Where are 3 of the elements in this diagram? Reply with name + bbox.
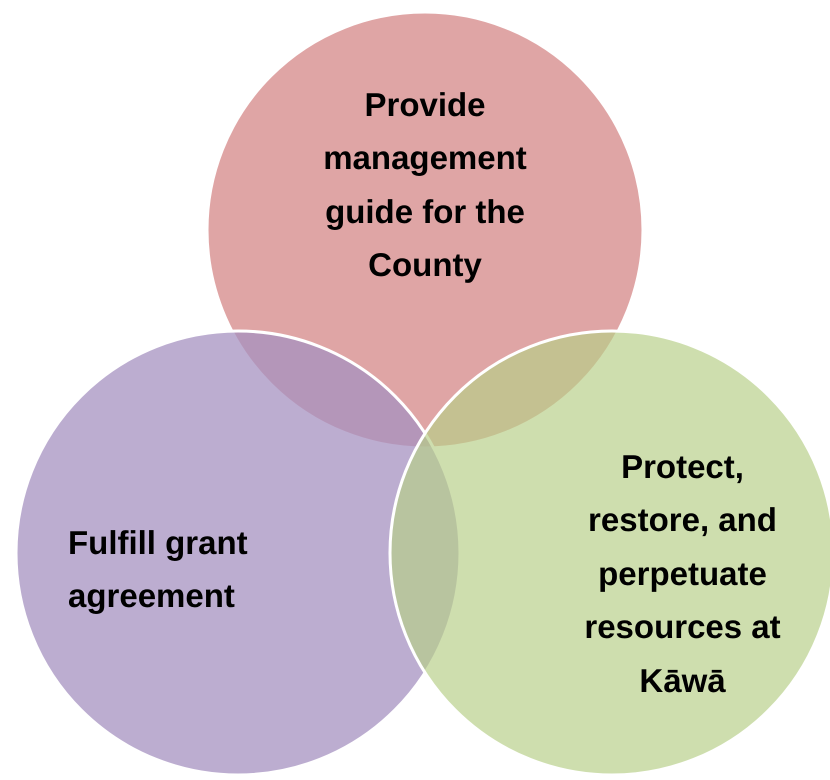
circle-label: Protect, restore, and perpetuate resources at Kāwā — [583, 447, 782, 701]
circle-label: Provide management guide for the County — [322, 85, 528, 286]
circle-label: Fulfill grant agreement — [68, 523, 249, 616]
